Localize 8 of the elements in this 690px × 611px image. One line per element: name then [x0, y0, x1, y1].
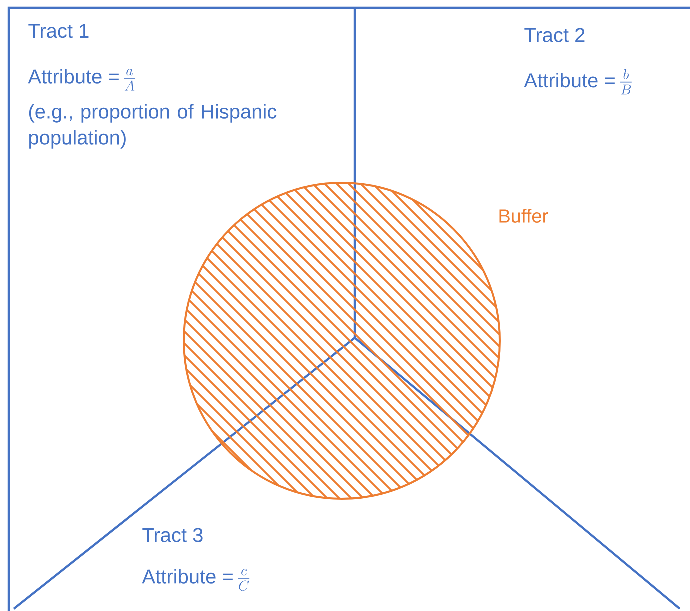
attribute-formula: Attribute = $\frac{c}{C}$: [142, 569, 250, 592]
tract-label: Tract 2: [524, 28, 585, 42]
tract-label: Tract 1: [28, 24, 89, 38]
attribute-formula: Attribute = $\frac{a}{A}$: [28, 69, 136, 91]
tract-label: Tract 3: [142, 528, 203, 542]
attribute-formula: Attribute = $\frac{b}{B}$: [524, 69, 632, 95]
note-text: (e.g., proportion of Hispanic population): [29, 104, 277, 149]
node-label: Buffer: [500, 209, 548, 223]
